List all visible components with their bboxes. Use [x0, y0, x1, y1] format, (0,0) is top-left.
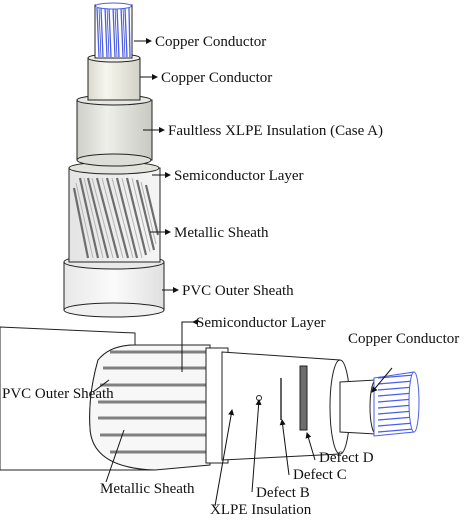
lower-metallic-wires: [98, 350, 206, 454]
label-defect-b: Defect B: [256, 485, 310, 501]
label-lower-semiconductor-layer: Semiconductor Layer: [196, 315, 326, 331]
upper-metallic-sheath: [68, 161, 161, 263]
label-upper-copper-conductor-1: Copper Conductor: [155, 34, 266, 50]
upper-copper-conductor: [94, 2, 133, 59]
label-defect-c: Defect C: [293, 467, 347, 483]
label-lower-xlpe-insulation: XLPE Insulation: [210, 502, 312, 518]
label-upper-semiconductor-layer: Semiconductor Layer: [174, 168, 304, 184]
upper-pvc-sheath: [63, 254, 165, 318]
label-faultless-xlpe-insulation: Faultless XLPE Insulation (Case A): [168, 123, 383, 139]
lower-labels: Semiconductor Layer Copper Conductor PVC…: [2, 315, 459, 518]
lower-copper-conductor: [373, 371, 420, 437]
defect-b-marker: [256, 395, 262, 401]
upper-xlpe-insulation: [87, 53, 141, 101]
upper-labels: Copper Conductor Copper Conductor Faultl…: [155, 34, 383, 299]
defect-d-marker: [299, 365, 308, 431]
label-defect-d: Defect D: [319, 450, 374, 466]
label-lower-copper-conductor: Copper Conductor: [348, 331, 459, 347]
label-lower-metallic-sheath: Metallic Sheath: [100, 481, 195, 497]
upper-semiconductor-layer: [76, 94, 153, 167]
upper-leader-lines: [134, 38, 179, 293]
lower-metallic-sheath: [89, 344, 211, 471]
label-upper-pvc-outer-sheath: PVC Outer Sheath: [182, 283, 294, 299]
lower-leader-lines: [92, 319, 393, 507]
upper-cable-drawing: [63, 2, 165, 318]
label-upper-metallic-sheath: Metallic Sheath: [174, 225, 269, 241]
label-lower-pvc-outer-sheath: PVC Outer Sheath: [2, 386, 114, 402]
label-upper-copper-conductor-2: Copper Conductor: [161, 70, 272, 86]
